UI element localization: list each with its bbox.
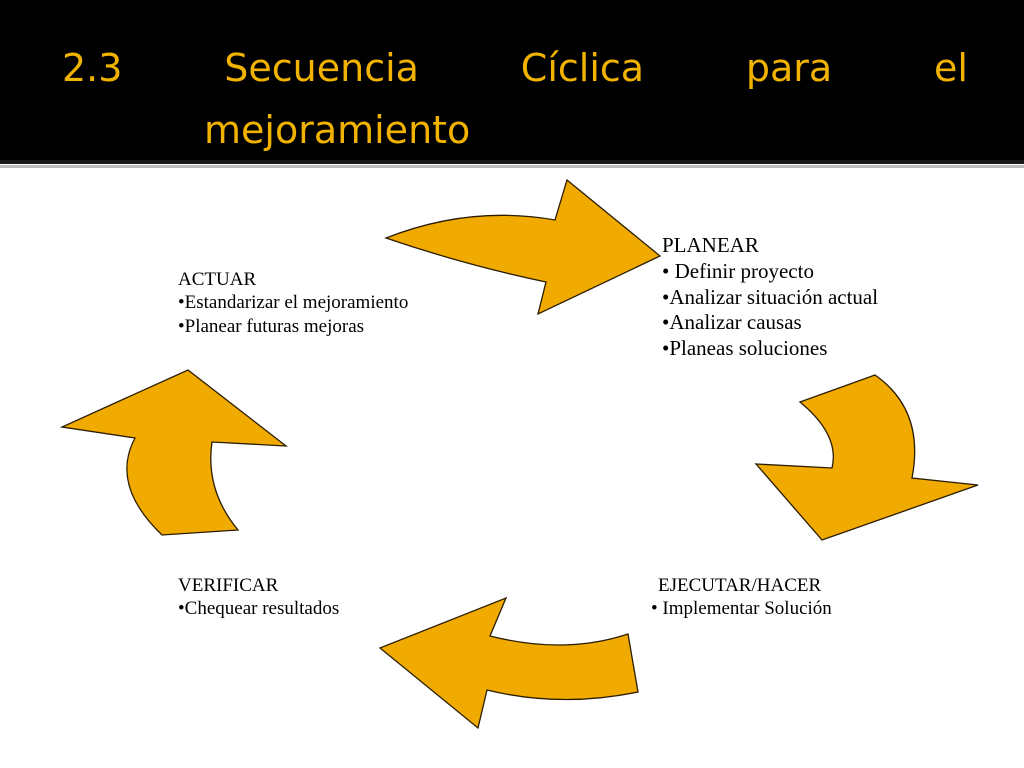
slide-title-line2: mejoramiento — [204, 108, 471, 152]
stage-planear: PLANEAR • Definir proyecto •Analizar sit… — [662, 233, 878, 362]
stage-item: •Estandarizar el mejoramiento — [178, 292, 409, 314]
title-divider-light — [0, 165, 1024, 168]
stage-item: •Analizar causas — [662, 310, 802, 335]
stage-heading: PLANEAR — [662, 233, 759, 257]
stage-item: •Chequear resultados — [178, 598, 340, 620]
arrow-to-planear — [384, 178, 662, 316]
stage-heading: EJECUTAR/HACER — [658, 575, 822, 596]
title-word: Secuencia — [224, 46, 419, 90]
arrow-to-ejecutar — [754, 374, 979, 541]
stage-heading: VERIFICAR — [178, 575, 279, 596]
arrow-to-actuar — [59, 369, 289, 536]
stage-verificar: VERIFICAR •Chequear resultados — [178, 574, 339, 621]
stage-item: • Implementar Solución — [651, 598, 832, 620]
stage-item: •Analizar situación actual — [662, 284, 879, 309]
title-bar — [0, 0, 1024, 160]
stage-ejecutar: EJECUTAR/HACER • Implementar Solución — [651, 574, 832, 621]
title-divider — [0, 160, 1024, 164]
slide-title: 2.3 Secuencia Cíclica para el — [62, 44, 968, 92]
stage-item: • Definir proyecto — [662, 258, 814, 283]
title-word: Cíclica — [520, 46, 645, 90]
stage-heading: ACTUAR — [178, 269, 257, 290]
stage-item: •Planeas soluciones — [662, 336, 828, 361]
title-word: el — [934, 46, 968, 90]
stage-actuar: ACTUAR •Estandarizar el mejoramiento •Pl… — [178, 268, 408, 338]
stage-item: •Planear futuras mejoras — [178, 315, 365, 337]
title-word: para — [745, 46, 833, 90]
arrow-to-verificar — [378, 596, 639, 730]
title-word: 2.3 — [62, 46, 123, 90]
